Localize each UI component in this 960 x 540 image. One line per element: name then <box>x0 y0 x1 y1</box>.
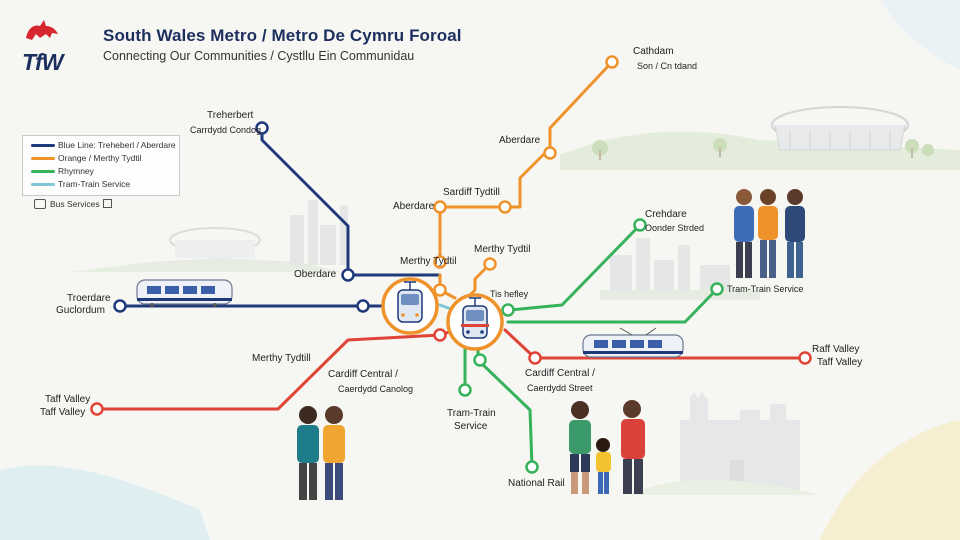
station-label-merthyr-mid[interactable]: Merthy Tydtil <box>400 256 457 267</box>
bus-services-label: Bus Services <box>50 199 100 209</box>
station-dot-cardiff-left[interactable] <box>433 328 447 342</box>
station-dot-troerdare[interactable] <box>113 299 127 313</box>
green-line-south <box>476 343 534 469</box>
station-dot-raff-valley[interactable] <box>798 351 812 365</box>
map-legend: Blue Line: Treheberl / Aberdare Orange /… <box>22 135 180 196</box>
station-dot-tram-train-right[interactable] <box>710 282 724 296</box>
legend-label: Orange / Merthy Tydtil <box>58 153 142 163</box>
station-label-aberdare-mid[interactable]: Aberdare <box>393 201 435 212</box>
bus-stop-icon <box>102 199 112 209</box>
station-label-cardiff-central-left[interactable]: Cardiff Central / <box>328 369 398 380</box>
legend-swatch <box>31 157 55 161</box>
city-skyline-left <box>70 200 348 272</box>
green-line-tram <box>506 287 719 324</box>
station-label-treherbert-alt: Carrdydd Condog <box>190 125 262 135</box>
bg-blob-bottom-left <box>0 465 210 540</box>
station-dot-tis-hefley[interactable] <box>501 303 515 317</box>
interchange-hub-right[interactable] <box>446 293 504 351</box>
station-dot-national-rail[interactable] <box>525 460 539 474</box>
legend-label: Rhymney <box>58 166 94 176</box>
station-label-raff-valley[interactable]: Raff Valley <box>812 344 860 355</box>
station-label-tram-train-right[interactable]: Tram-Train Service <box>727 284 804 294</box>
castle-illustration <box>630 392 820 495</box>
train-icon <box>582 327 684 358</box>
bg-blob-bottom-right <box>820 420 960 540</box>
station-label-crehdare-alt: Oonder Strded <box>645 223 705 233</box>
station-dot-merthyr-mid[interactable] <box>433 255 447 269</box>
station-label-cardiff-central-right[interactable]: Cardiff Central / <box>525 368 595 379</box>
legend-item-orange: Orange / Merthy Tydtil <box>31 153 141 163</box>
bus-services-key: Bus Services <box>34 198 112 210</box>
interchange-hub-left[interactable] <box>381 277 439 335</box>
station-label-oberdare[interactable]: Oberdare <box>294 269 337 280</box>
station-label-merthyr-left[interactable]: Merthy Tydtill <box>252 353 311 364</box>
station-label-raff-valley-alt: Taff Valley <box>817 357 863 368</box>
station-label-cardiff-central-left-alt: Caerdydd Canolog <box>338 384 414 394</box>
logo-text: TfW <box>22 49 63 75</box>
legend-swatch <box>31 170 55 174</box>
station-dot-crehdare[interactable] <box>633 218 647 232</box>
station-label-cathedral[interactable]: Cathdam <box>633 46 674 57</box>
green-line-rhymney <box>508 223 642 312</box>
station-label-taff-valley-alt: Taff Valley <box>40 407 86 418</box>
station-label-merthyr-upper[interactable]: Merthy Tydtil <box>474 244 531 255</box>
welsh-dragon-icon <box>26 20 58 40</box>
station-label-taff-valley[interactable]: Taff Valley <box>45 394 91 405</box>
bus-icon <box>34 198 46 209</box>
station-dot-blue-mid[interactable] <box>356 299 370 313</box>
station-dot-orange-hub[interactable] <box>433 283 447 297</box>
station-label-tram-train-bottom[interactable]: Tram-Train <box>447 408 496 419</box>
legend-swatch <box>31 144 55 148</box>
orange-line-upper <box>438 60 614 262</box>
page-title: South Wales Metro / Metro De Cymru Foroa… <box>103 26 462 45</box>
tram-icon <box>461 297 489 339</box>
legend-item-blue: Blue Line: Treheberl / Aberdare <box>31 140 176 150</box>
station-dot-green-hub[interactable] <box>473 353 487 367</box>
station-dot-taff-valley[interactable] <box>90 402 104 416</box>
legend-swatch <box>31 183 55 187</box>
station-label-cardiff-central-right-alt: Caerdydd Street <box>527 383 593 393</box>
station-dot-aberdare-top[interactable] <box>543 146 557 160</box>
tram-icon <box>397 281 423 323</box>
station-label-national-rail[interactable]: National Rail <box>508 478 565 489</box>
station-dot-tram-train-bottom[interactable] <box>458 383 472 397</box>
station-dot-aberdare-mid[interactable] <box>433 200 447 214</box>
station-dot-merthyr-upper[interactable] <box>483 257 497 271</box>
station-label-troerdare[interactable]: Troerdare <box>67 293 111 304</box>
legend-label: Tram-Train Service <box>58 179 131 189</box>
station-label-treherbert[interactable]: Treherbert <box>207 110 254 121</box>
station-dot-cardiff-right[interactable] <box>528 351 542 365</box>
station-dot-treherbert[interactable] <box>255 121 269 135</box>
legend-item-teal: Tram-Train Service <box>31 179 130 189</box>
legend-item-green: Rhymney <box>31 166 94 176</box>
bg-blob-top-right <box>880 0 960 70</box>
station-label-troerdare-alt: Guclordum <box>56 305 105 316</box>
station-dot-sardiff[interactable] <box>498 200 512 214</box>
blue-line-route <box>260 126 442 277</box>
train-icon <box>136 279 233 307</box>
people-illustration <box>297 189 805 500</box>
station-label-tram-train-bottom-alt: Service <box>454 421 488 432</box>
page-subtitle: Connecting Our Communities / Cystllu Ein… <box>103 49 415 63</box>
station-label-aberdare-top[interactable]: Aberdare <box>499 135 541 146</box>
red-line-west <box>95 333 442 411</box>
station-label-crehdare[interactable]: Crehdare <box>645 209 687 220</box>
station-label-tis-hefley[interactable]: Tis hefley <box>490 289 529 299</box>
station-label-sardiff[interactable]: Sardiff Tydtill <box>443 187 500 198</box>
tfw-logo: TfW <box>22 16 82 76</box>
station-dot-cathedral[interactable] <box>605 55 619 69</box>
stadium-illustration <box>560 106 960 170</box>
legend-label: Blue Line: Treheberl / Aberdare <box>58 140 176 150</box>
station-label-cathedral-alt: Son / Cn tdand <box>637 61 698 71</box>
station-dot-oberdare[interactable] <box>341 268 355 282</box>
